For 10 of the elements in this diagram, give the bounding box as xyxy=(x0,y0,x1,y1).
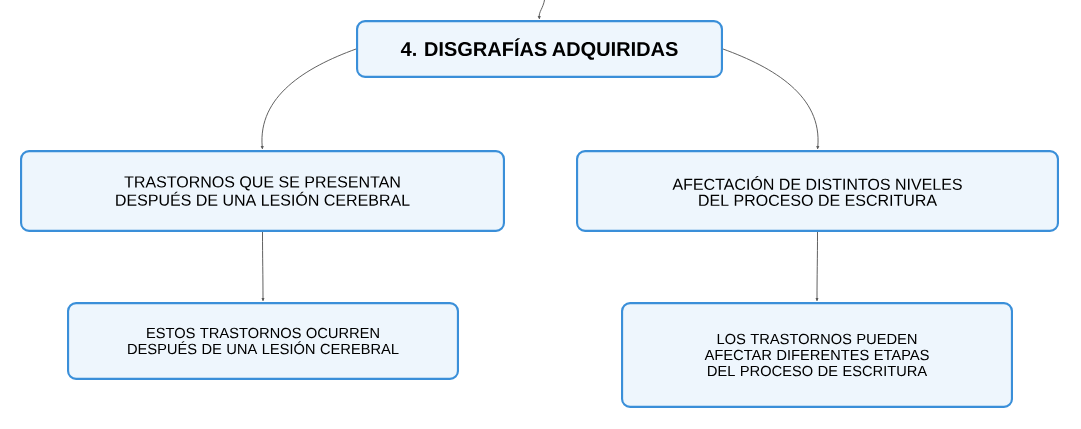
subtopic-box: LOS TRASTORNOS PUEDEN AFECTAR DIFERENTES ETAPAS DEL PROCESO DE ESCRITURA xyxy=(621,302,1013,408)
topic-box: TRASTORNOS QUE SE PRESENTAN DESPUÉS DE UNA LESIÓN CEREBRAL xyxy=(20,150,505,232)
arrow xyxy=(260,48,357,150)
arrow xyxy=(722,48,820,150)
subtopic-box: ESTOS TRASTORNOS OCURREN DESPUÉS DE UNA LESIÓN CEREBRAL xyxy=(67,302,459,380)
topic-box: AFECTACIÓN DE DISTINTOS NIVELES DEL PROCESO DE ESCRITURA xyxy=(576,150,1059,232)
arrow xyxy=(261,231,265,302)
arrow xyxy=(537,0,545,20)
title-box: 4. DISGRAFÍAS ADQUIRIDAS xyxy=(356,20,723,78)
arrow xyxy=(815,231,819,302)
